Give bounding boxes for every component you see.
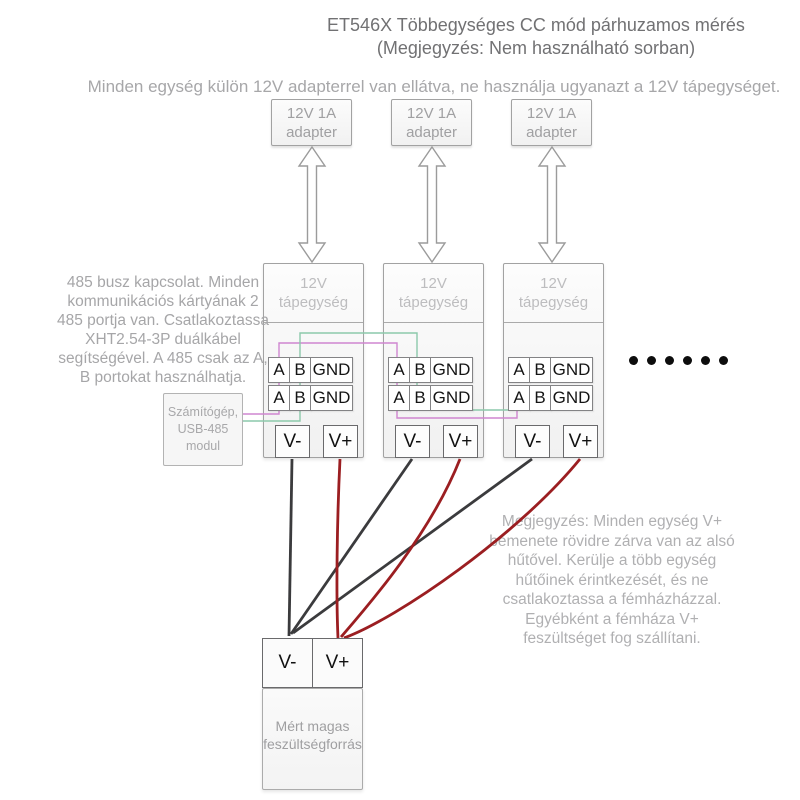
terminal-gnd: GND — [550, 357, 593, 383]
source-vminus: V- — [262, 638, 313, 688]
vminus-wire-2 — [289, 458, 414, 635]
terminal-b: B — [409, 357, 431, 383]
vplus-wire-1 — [335, 458, 342, 639]
terminal-a: A — [268, 357, 290, 383]
vplus-wire-2 — [339, 458, 462, 638]
unit1-485-row-top: A B GND — [268, 357, 353, 383]
unit-label-3: 12V tápegység — [504, 264, 603, 323]
adapter-box-1: 12V 1A adapter — [271, 99, 352, 146]
terminal-gnd: GND — [430, 385, 473, 411]
adapter-box-2: 12V 1A adapter — [391, 99, 472, 146]
unit1-vplus: V+ — [323, 425, 358, 458]
unit2-485-row-bottom: A B GND — [388, 385, 473, 411]
terminal-b: B — [529, 357, 551, 383]
dot-icon — [701, 356, 710, 365]
unit3-vminus: V- — [515, 425, 550, 458]
terminal-a: A — [508, 357, 530, 383]
ellipsis-dots — [629, 356, 728, 365]
terminal-gnd: GND — [430, 357, 473, 383]
terminal-a: A — [508, 385, 530, 411]
double-arrow-icon-2 — [417, 145, 447, 264]
unit-label-1: 12V tápegység — [264, 264, 363, 323]
unit3-485-row-bottom: A B GND — [508, 385, 593, 411]
unit2-485-row-top: A B GND — [388, 357, 473, 383]
dot-icon — [665, 356, 674, 365]
unit1-vminus: V- — [275, 425, 310, 458]
terminal-a: A — [268, 385, 290, 411]
dot-icon — [629, 356, 638, 365]
page-title: ET546X Többegységes CC mód párhuzamos mé… — [327, 15, 745, 58]
right-note-vplus: Megjegyzés: Minden egység V+ bemenete rö… — [489, 513, 735, 647]
unit1-485-row-bottom: A B GND — [268, 385, 353, 411]
dot-icon — [719, 356, 728, 365]
terminal-a: A — [388, 357, 410, 383]
left-note-485: 485 busz kapcsolat. Minden kommunikációs… — [57, 274, 269, 386]
double-arrow-icon-3 — [537, 145, 567, 264]
computer-usb485-box: Számítógép, USB-485 modul — [163, 393, 243, 466]
terminal-b: B — [289, 357, 311, 383]
unit-label-2: 12V tápegység — [384, 264, 483, 323]
adapter-box-3: 12V 1A adapter — [511, 99, 592, 146]
terminal-b: B — [289, 385, 311, 411]
source-vplus: V+ — [312, 638, 363, 688]
terminal-b: B — [529, 385, 551, 411]
source-box — [262, 688, 363, 790]
terminal-gnd: GND — [310, 385, 353, 411]
unit2-vplus: V+ — [443, 425, 478, 458]
terminal-a: A — [388, 385, 410, 411]
terminal-b: B — [409, 385, 431, 411]
unit2-vminus: V- — [395, 425, 430, 458]
unit3-485-row-top: A B GND — [508, 357, 593, 383]
terminal-gnd: GND — [310, 357, 353, 383]
double-arrow-icon-1 — [297, 145, 327, 264]
dot-icon — [647, 356, 656, 365]
terminal-gnd: GND — [550, 385, 593, 411]
source-label: Mért magas feszültségforrás — [263, 718, 362, 752]
vminus-wire-1 — [287, 458, 294, 637]
subtitle: Minden egység külön 12V adapterrel van e… — [87, 77, 781, 96]
dot-icon — [683, 356, 692, 365]
unit3-vplus: V+ — [563, 425, 598, 458]
